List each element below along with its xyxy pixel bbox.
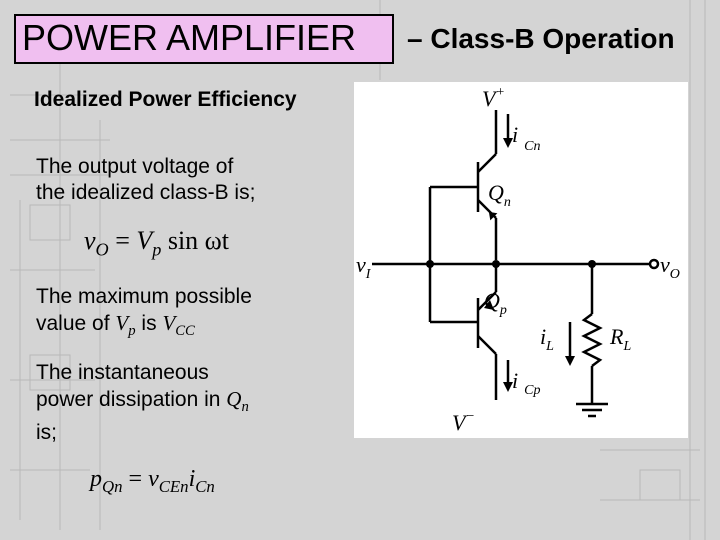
qp-label: Qp xyxy=(484,288,507,318)
eq-sub: CEn xyxy=(158,476,189,496)
output-terminal xyxy=(648,258,660,270)
text-fragment: is xyxy=(141,312,157,335)
vminus-label: V− xyxy=(452,409,475,435)
icp-arrowhead xyxy=(503,382,513,392)
inline-sub: n xyxy=(241,399,249,416)
qn-label: Qn xyxy=(488,180,511,210)
qp-emitter-arrowhead xyxy=(484,300,494,310)
eq-var: V xyxy=(136,226,153,255)
qn-collector xyxy=(477,153,497,173)
slide-title: POWER AMPLIFIER xyxy=(22,17,357,58)
qp-collector xyxy=(477,335,497,355)
il-label: iL xyxy=(540,324,554,354)
paragraph-line: is; xyxy=(36,421,57,445)
eq-var: i xyxy=(188,466,196,492)
eq-function: sin ωt xyxy=(167,226,230,255)
title-highlight-box xyxy=(14,14,394,64)
load-resistor xyxy=(581,313,603,367)
eq-sub: Qn xyxy=(102,476,123,496)
section-heading: Idealized Power Efficiency xyxy=(34,88,297,111)
inline-var: V xyxy=(115,311,129,335)
vplus-label: V+ xyxy=(482,85,505,111)
icn-arrowhead xyxy=(503,138,513,148)
paragraph-line: power dissipation in Qn xyxy=(36,386,249,420)
eq-var: v xyxy=(84,226,96,255)
eq-equals: = xyxy=(128,466,143,492)
junction-dot xyxy=(588,260,596,268)
qn-emitter-arrowhead xyxy=(488,211,498,221)
inline-sub: CC xyxy=(175,323,195,340)
paragraph-line: the idealized class-B is; xyxy=(36,181,256,204)
text-fragment: value of xyxy=(36,312,110,335)
eq-sub: Cn xyxy=(195,476,215,496)
equation-output-voltage: vO = Vp sin ωt xyxy=(84,226,229,260)
text-fragment: power dissipation in xyxy=(36,388,221,411)
eq-var: p xyxy=(90,466,102,492)
eq-sub: p xyxy=(152,239,162,260)
il-arrowhead xyxy=(565,356,575,366)
paragraph-power-dissipation: The instantaneous power dissipation in Q… xyxy=(36,360,249,446)
vi-label: vI xyxy=(356,252,372,282)
inline-var: Q xyxy=(226,387,242,411)
paragraph-line: value of Vp is VCC xyxy=(36,310,252,344)
eq-equals: = xyxy=(115,226,130,255)
equation-power-dissipation: pQn = vCEniCn xyxy=(90,466,215,497)
inline-var: V xyxy=(162,311,176,335)
inline-sub: p xyxy=(128,323,136,340)
eq-var: v xyxy=(148,466,159,492)
paragraph-line: The instantaneous xyxy=(36,361,209,384)
qp-emitter xyxy=(477,291,497,311)
paragraph-line: The maximum possible xyxy=(36,285,252,308)
slide-subtitle: – Class-B Operation xyxy=(407,23,675,54)
vo-label: vO xyxy=(660,252,680,282)
paragraph-line: The output voltage of xyxy=(36,155,234,178)
paragraph-max-value: The maximum possible value of Vp is VCC xyxy=(36,284,252,344)
junction-dot xyxy=(492,260,500,268)
paragraph-output-voltage: The output voltage of the idealized clas… xyxy=(36,154,255,206)
rl-label: RL xyxy=(609,324,631,354)
eq-sub: O xyxy=(95,239,109,260)
junction-dot xyxy=(426,260,434,268)
